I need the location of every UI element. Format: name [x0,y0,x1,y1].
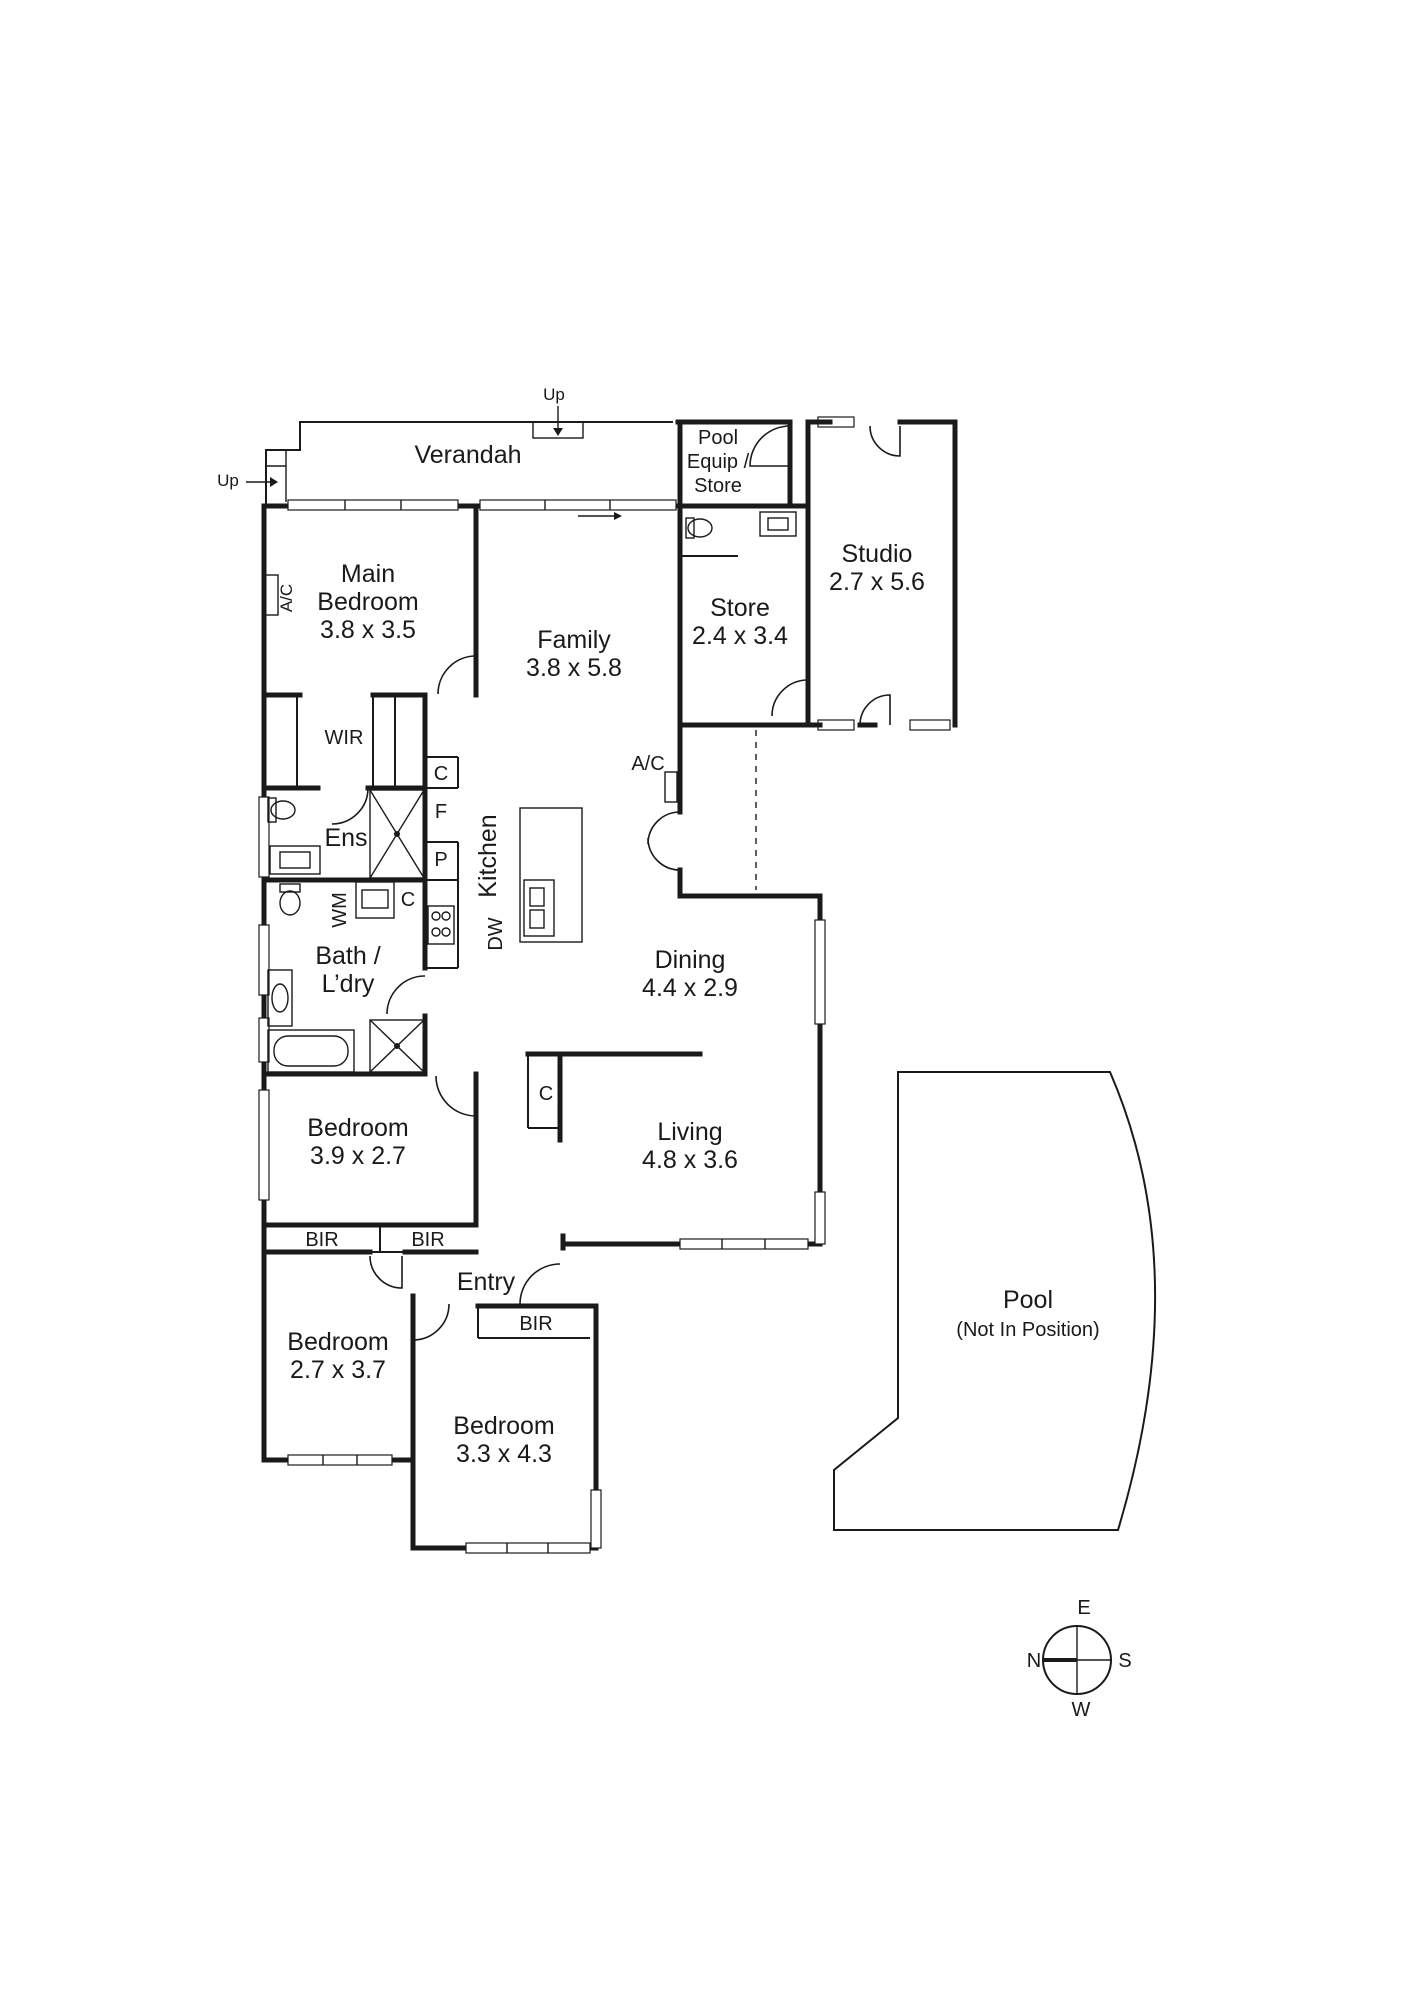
bath-label-2: L’dry [322,970,375,998]
pool-equip-label-1: Pool [698,427,738,449]
store-and-studio-walls [675,419,958,728]
f-label: F [435,801,447,823]
studio-dims: 2.7 x 5.6 [829,568,925,596]
bedroom-bottom-dims: 3.3 x 4.3 [456,1440,552,1468]
compass-north: N [1027,1650,1041,1672]
sliding-door-arrow-icon [578,512,622,520]
windows [258,416,951,1554]
bedroom-mid-label: Bedroom [307,1114,408,1142]
compass-west: W [1072,1699,1091,1721]
interior-walls [261,419,703,1463]
dining-dims: 4.4 x 2.9 [642,974,738,1002]
bedroom-left-label: Bedroom [287,1328,388,1356]
compass-east: E [1077,1597,1090,1619]
p-label: P [434,849,447,871]
c-top-label: C [434,763,448,785]
fixtures [263,511,797,1073]
compass-icon [1042,1625,1112,1695]
pool-note: (Not In Position) [956,1319,1099,1341]
pool-outline [833,1071,1157,1531]
store-label: Store [710,594,770,622]
bir-right-label: BIR [411,1229,444,1251]
verandah-label: Verandah [414,441,521,469]
main-bedroom-label-2: Bedroom [317,588,418,616]
kitchen-label: Kitchen [474,814,502,897]
bir-left-label: BIR [305,1229,338,1251]
main-bedroom-label-1: Main [341,560,395,588]
living-dims: 4.8 x 3.6 [642,1146,738,1174]
c-bath-label: C [401,889,415,911]
studio-label: Studio [842,540,913,568]
up-arrow-top-icon [553,406,563,436]
doors[interactable] [331,425,901,1341]
wm-label: WM [329,892,351,928]
pool-equip-label-2: Equip / [687,451,750,473]
up-arrow-left-icon [246,477,278,487]
entry-label: Entry [457,1268,516,1296]
bath-label-1: Bath / [315,942,380,970]
pool-label: Pool [1003,1286,1053,1314]
bedroom-left-dims: 2.7 x 3.7 [290,1356,386,1384]
store-dims: 2.4 x 3.4 [692,622,788,650]
pool-equip-label-3: Store [694,475,742,497]
ens-label: Ens [324,824,367,852]
dw-label: DW [485,917,507,950]
living-label: Living [657,1118,722,1146]
main-bedroom-dims: 3.8 x 3.5 [320,616,416,644]
ac-main-label: A/C [277,584,296,612]
c-living-label: C [539,1083,553,1105]
ac-side-label: A/C [631,753,664,775]
compass-south: S [1118,1650,1131,1672]
bedroom-bottom-label: Bedroom [453,1412,554,1440]
bir-bottom-label: BIR [519,1313,552,1335]
family-label: Family [537,626,611,654]
bedroom-mid-dims: 3.9 x 2.7 [310,1142,406,1170]
up-label-left: Up [217,471,239,490]
dining-label: Dining [655,946,726,974]
up-label-top: Up [543,385,565,404]
wir-label: WIR [325,727,364,749]
family-dims: 3.8 x 5.8 [526,654,622,682]
